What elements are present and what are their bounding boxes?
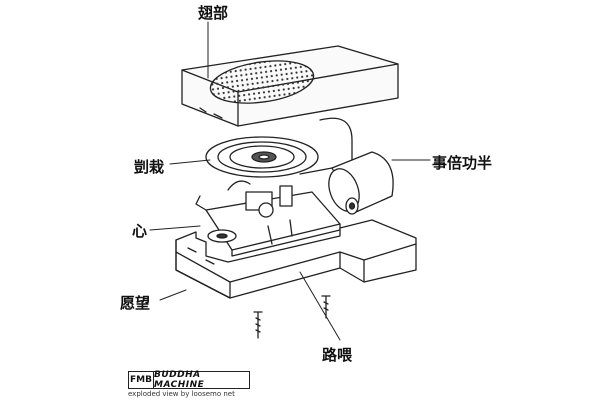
brand-logo-left: FMB	[129, 372, 154, 388]
circuit-board	[195, 180, 341, 257]
label-screw: 路喂	[322, 346, 353, 364]
top-cover	[181, 45, 399, 127]
label-speaker: 剴栽	[134, 158, 165, 176]
label-center: 心	[132, 222, 148, 240]
bottom-case	[175, 219, 417, 299]
screws	[253, 295, 331, 339]
back-strap	[319, 117, 353, 161]
battery	[299, 151, 394, 215]
label-base: 愿望	[120, 294, 151, 312]
label-top: 翅部	[198, 4, 229, 22]
label-battery: 事倍功半	[432, 154, 493, 172]
leader-lines	[149, 21, 431, 341]
brand-logo-right: BUDDHA MACHINE	[154, 370, 205, 390]
brand-logo: FMB BUDDHA MACHINE	[128, 370, 250, 390]
speaker	[205, 136, 319, 178]
caption: exploded view by loosemo net	[128, 390, 235, 398]
